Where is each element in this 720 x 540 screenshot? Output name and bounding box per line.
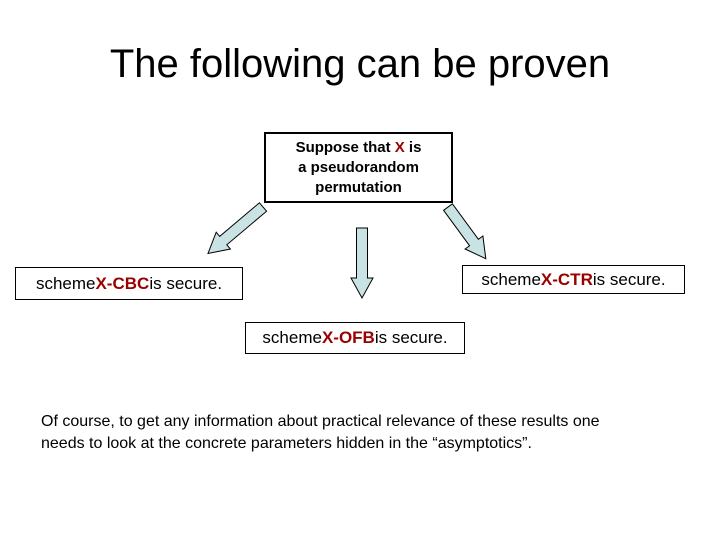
block-arrow-down-icon (350, 227, 374, 300)
ofb-suffix: is secure. (374, 328, 448, 347)
block-arrow-down-left-icon (207, 202, 268, 255)
hypothesis-box: Suppose that X is a pseudorandom permuta… (264, 132, 453, 203)
ofb-scheme-name: X-OFB (321, 328, 375, 347)
footnote-line-2: needs to look at the concrete parameters… (41, 435, 532, 452)
ctr-scheme-name: X-CTR (540, 269, 593, 289)
slide-title: The following can be proven (109, 42, 611, 86)
ofb-prefix: scheme (262, 328, 322, 347)
hypothesis-scheme-name: X (394, 139, 405, 156)
cbc-suffix: is secure. (149, 273, 223, 293)
footnote: Of course, to get any information about … (41, 411, 600, 455)
hypothesis-line-2: a pseudorandom (298, 159, 419, 176)
hypothesis-text-pre: Suppose that (295, 139, 395, 156)
ctr-suffix: is secure. (592, 269, 666, 289)
block-arrow-down-right-icon (442, 203, 487, 260)
scheme-ctr-box: scheme X-CTR is secure. (462, 265, 685, 294)
footnote-line-1: Of course, to get any information about … (41, 413, 600, 430)
cbc-scheme-name: X-CBC (95, 273, 150, 293)
scheme-cbc-box: scheme X-CBC is secure. (15, 267, 243, 300)
ctr-prefix: scheme (481, 269, 541, 289)
cbc-prefix: scheme (35, 273, 96, 293)
hypothesis-line-1: Suppose that X is (266, 138, 451, 158)
hypothesis-text-post: is (404, 139, 422, 156)
scheme-ofb-box: scheme X-OFB is secure. (245, 322, 465, 354)
hypothesis-line-3: permutation (315, 179, 402, 196)
